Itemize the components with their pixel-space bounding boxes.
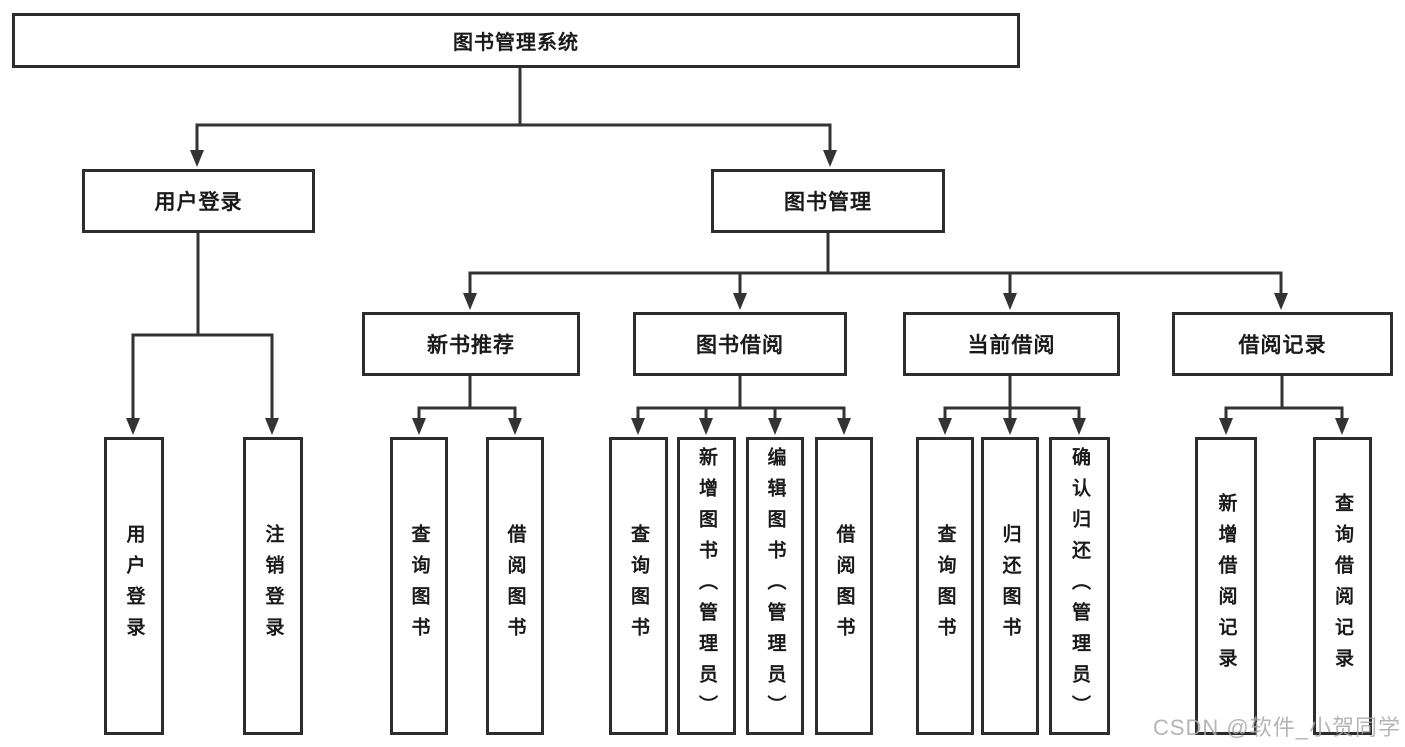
leaf-label: 借阅图书 [833,524,855,648]
leaf-bb-query-book: 查询图书 [609,437,668,735]
leaf-label: 新增借阅记录 [1215,493,1237,679]
node-label: 图书管理系统 [453,32,579,54]
node-label: 新书推荐 [427,334,515,357]
leaf-label: 用户登录 [123,524,145,648]
node-book-borrow: 图书借阅 [633,312,847,376]
leaf-label: 借阅图书 [504,524,526,648]
leaf-bb-add-book-admin: 新增图书（管理员） [677,437,736,735]
leaf-label: 新增图书（管理员） [696,446,717,726]
node-current-borrow: 当前借阅 [903,312,1120,376]
leaf-nb-query-book: 查询图书 [390,437,448,735]
node-label: 用户登录 [154,191,243,214]
leaf-user-login: 用户登录 [104,437,164,735]
leaf-bb-edit-book-admin: 编辑图书（管理员） [746,437,804,735]
node-book-management: 图书管理 [711,169,945,233]
leaf-br-add-record: 新增借阅记录 [1195,437,1257,735]
leaf-label: 归还图书 [999,524,1021,648]
leaf-label: 查询图书 [628,524,649,648]
node-library-system: 图书管理系统 [12,13,1020,68]
csdn-watermark: CSDN @软件_小贺同学 [1152,715,1401,740]
leaf-cb-return-book: 归还图书 [981,437,1039,735]
node-label: 图书管理 [784,191,872,214]
leaf-label: 编辑图书（管理员） [764,446,786,726]
leaf-br-query-record: 查询借阅记录 [1313,437,1372,735]
node-label: 借阅记录 [1238,334,1327,357]
leaf-label: 注销登录 [262,524,284,648]
leaf-cb-confirm-return-admin: 确认归还（管理员） [1049,437,1110,735]
node-user-login: 用户登录 [82,169,315,233]
node-label: 图书借阅 [696,334,784,357]
leaf-label: 查询图书 [934,524,956,648]
node-borrow-records: 借阅记录 [1172,312,1393,376]
leaf-cb-query-book: 查询图书 [916,437,974,735]
leaf-nb-borrow-book: 借阅图书 [486,437,544,735]
leaf-label: 确认归还（管理员） [1069,446,1090,726]
node-new-book-recommend: 新书推荐 [362,312,580,376]
leaf-label: 查询图书 [408,524,430,648]
leaf-bb-borrow-book: 借阅图书 [815,437,873,735]
leaf-label: 查询借阅记录 [1332,493,1353,679]
node-label: 当前借阅 [967,334,1056,357]
leaf-logout-login: 注销登录 [243,437,303,735]
